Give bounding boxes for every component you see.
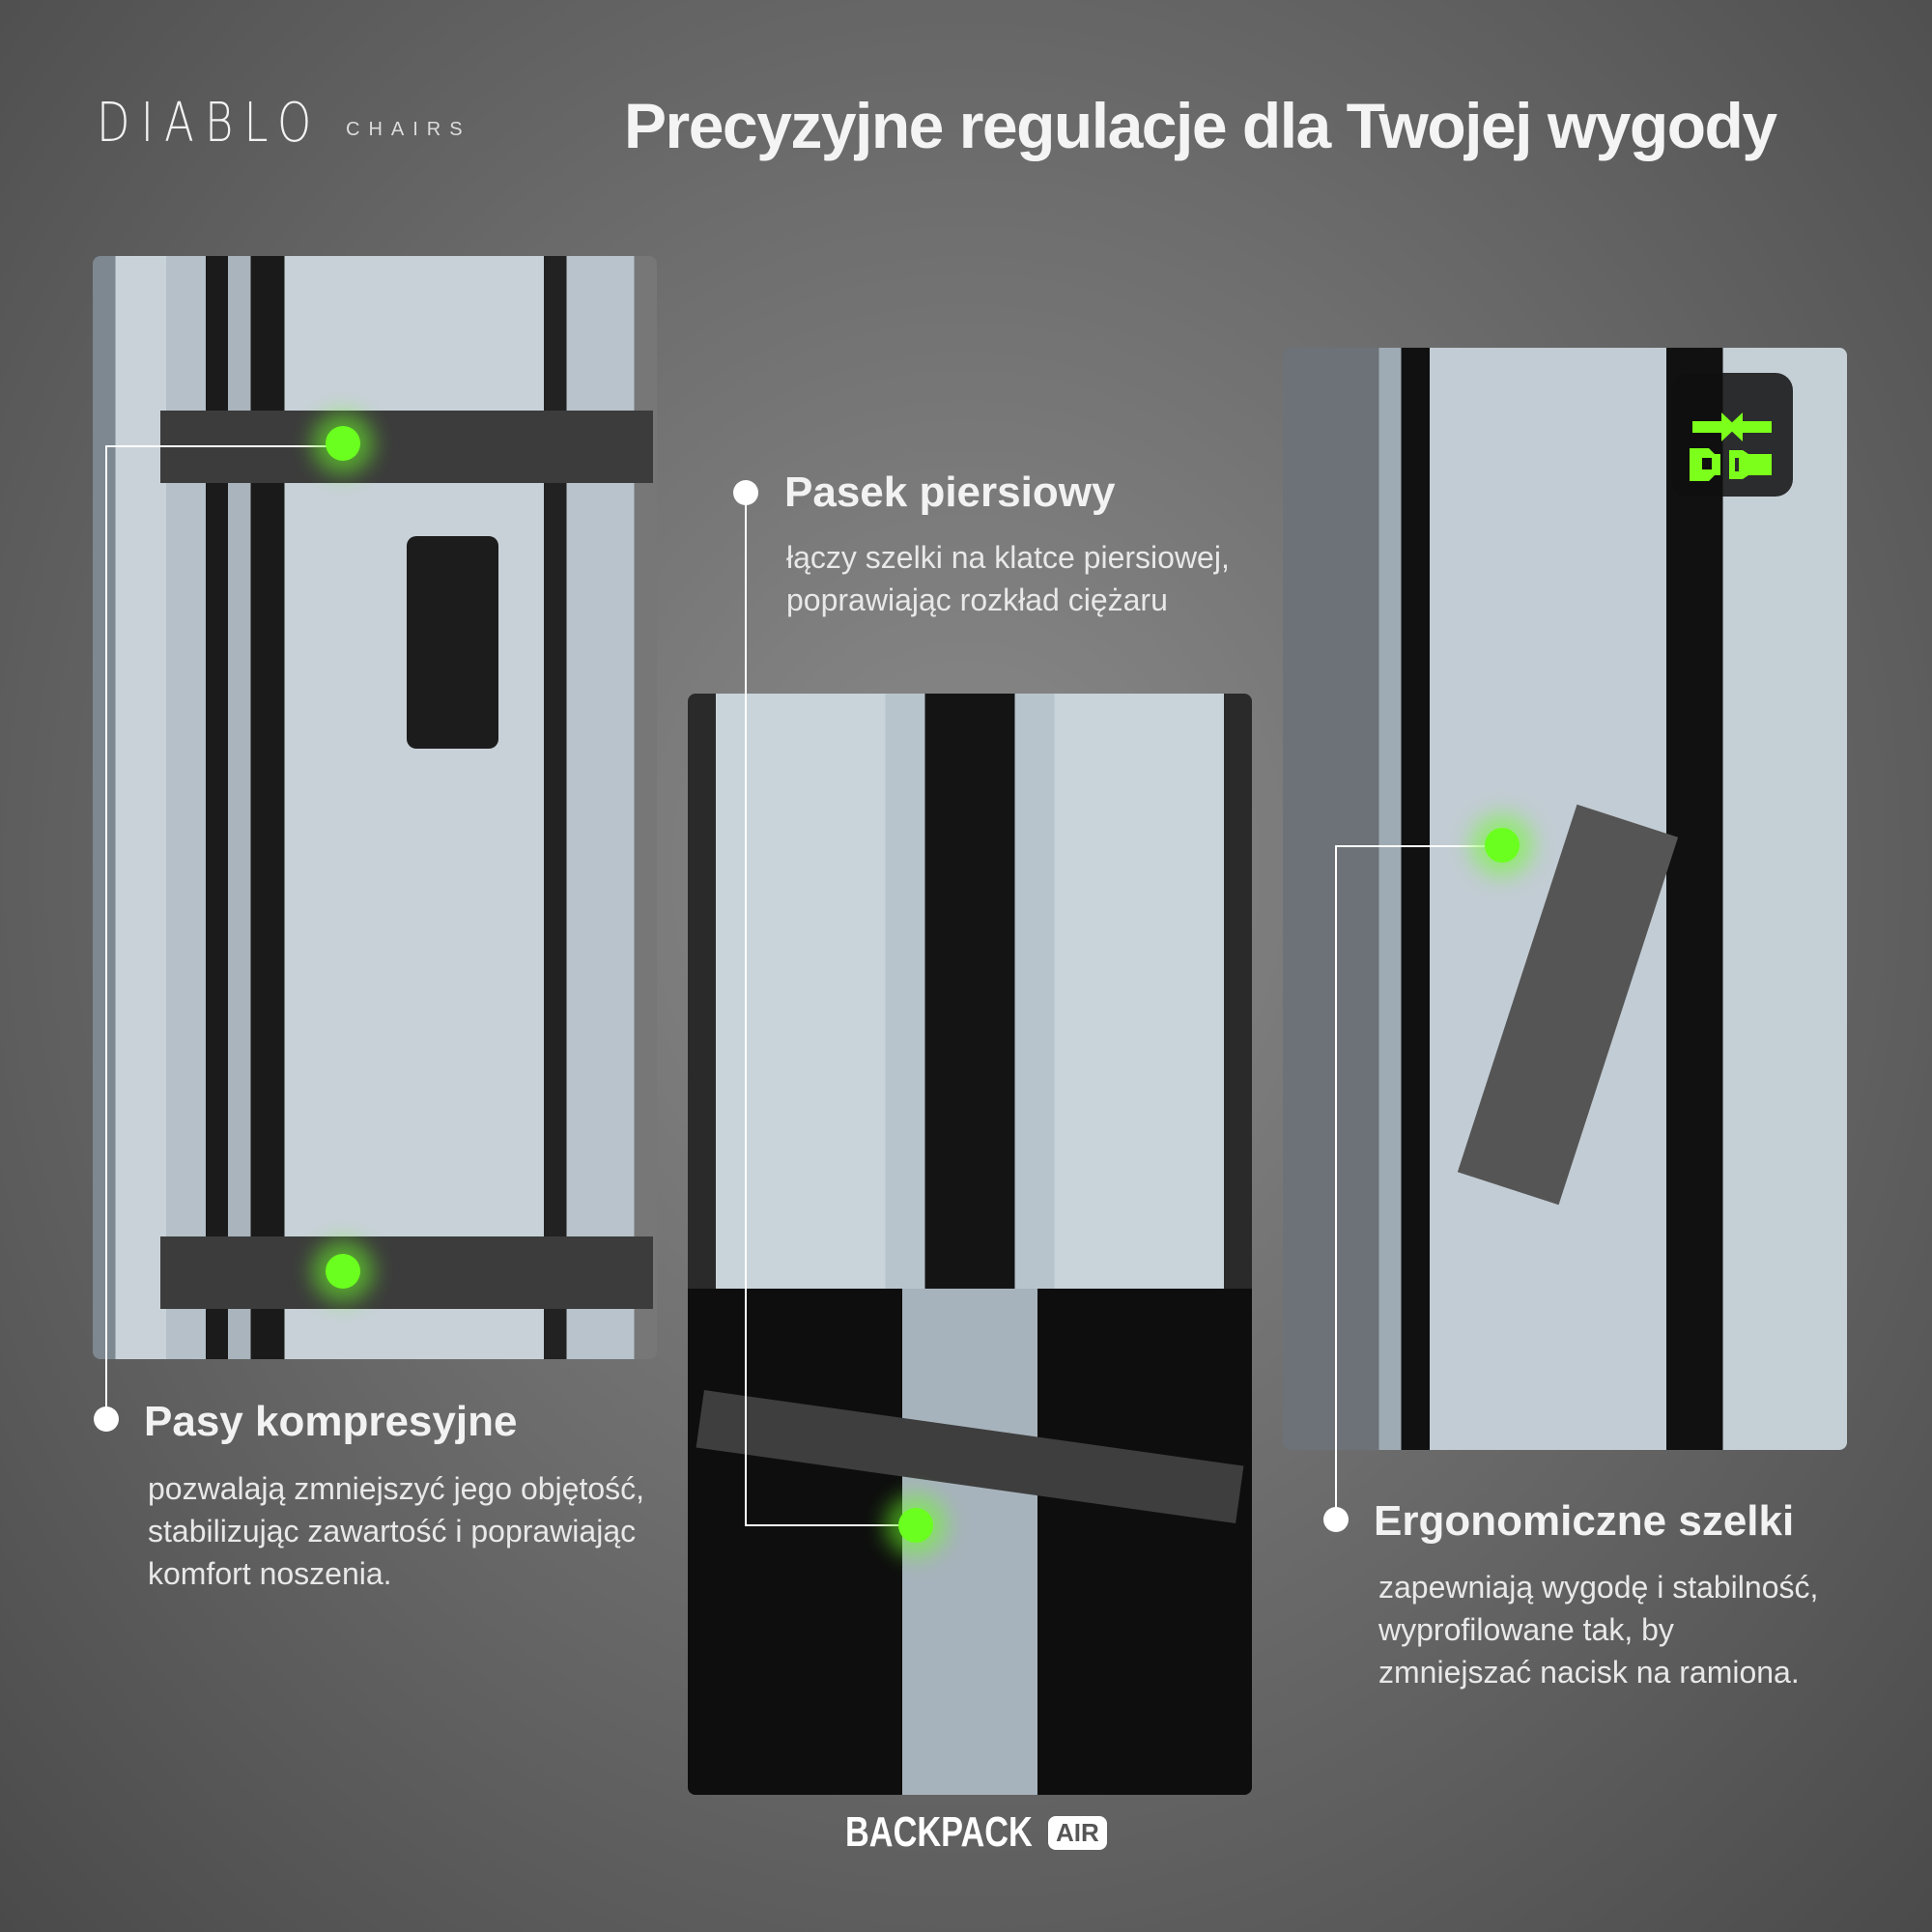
backpack-shoulder-photo [1283, 348, 1847, 1450]
hotspot-compression-top [326, 426, 360, 461]
product-brand: BACKPACK AIR [845, 1808, 1107, 1857]
feature-description: łączy szelki na klatce piersiowej,popraw… [786, 540, 1230, 617]
feature-description: pozwalają zmniejszyć jego objętość,stabi… [148, 1471, 645, 1591]
feature-description: zapewniają wygodę i stabilność,wyprofilo… [1378, 1570, 1819, 1690]
logo-sub: CHAIRS [346, 119, 471, 140]
combination-lock [407, 536, 498, 749]
logo-main: DIABLO [97, 92, 323, 155]
feature-heading: Pasek piersiowy [784, 469, 1116, 516]
hotspot-compression-bottom [326, 1254, 360, 1289]
backpack-side-photo [93, 256, 657, 1359]
page-title: Precyzyjne regulacje dla Twojej wygody [624, 90, 1777, 161]
chest-strap-buckle-icon [1671, 373, 1793, 497]
backpack-back-photo [688, 694, 1252, 1795]
diablo-chairs-logo: DIABLO CHAIRS [97, 97, 471, 151]
hotspot-chest-strap [898, 1508, 933, 1543]
feature-heading: Ergonomiczne szelki [1374, 1497, 1795, 1545]
feature-heading: Pasy kompresyjne [144, 1398, 518, 1445]
hotspot-shoulder-straps [1485, 828, 1520, 863]
air-badge: AIR [1048, 1815, 1107, 1850]
